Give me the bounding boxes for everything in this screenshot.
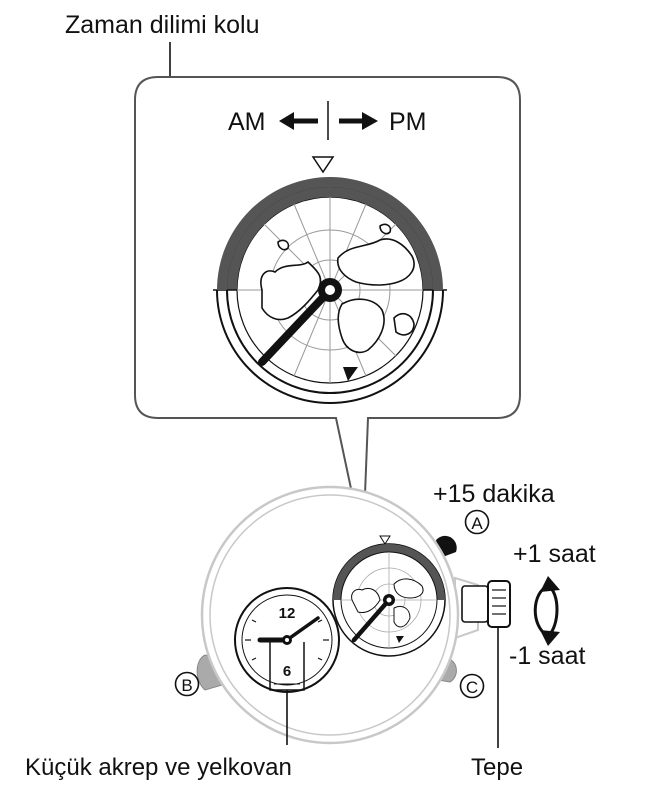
plus-15-minutes-label: +15 dakika — [433, 480, 555, 508]
dial-bottom-edge — [216, 289, 444, 404]
button-b-label: B — [174, 671, 200, 697]
svg-text:B: B — [181, 676, 192, 695]
continent-africa — [337, 298, 385, 354]
rotation-arrow-icon — [533, 576, 560, 646]
time-zone-hand — [258, 286, 334, 366]
continent-australia — [393, 312, 415, 336]
dial-twelve: 12 — [279, 605, 296, 622]
minus-1-hour-label: -1 saat — [509, 642, 585, 670]
time-zone-hand-label: Zaman dilimi kolu — [65, 11, 260, 39]
island-2 — [277, 239, 290, 251]
continent-eurasia — [336, 238, 415, 286]
minute-hand — [285, 616, 320, 642]
pm-label: PM — [389, 108, 427, 136]
watch-noon-marker-icon — [379, 535, 391, 545]
crown-stem — [461, 585, 489, 623]
dial-pointer-icon — [343, 367, 358, 381]
noon-marker-icon — [311, 156, 335, 174]
magnified-callout: AM PM — [134, 76, 521, 546]
button-c-label: C — [459, 673, 485, 699]
continents — [260, 223, 415, 354]
right-arrow-icon — [339, 112, 378, 130]
svg-text:C: C — [466, 678, 478, 697]
crown[interactable] — [487, 580, 511, 628]
left-arrow-icon — [279, 112, 318, 130]
svg-text:A: A — [471, 514, 483, 533]
watch-body: 12 6 — [196, 485, 560, 745]
hand-hub-center — [325, 285, 335, 295]
island-1 — [379, 223, 392, 235]
continent-americas — [260, 260, 322, 321]
crown-grip-lines — [492, 589, 506, 615]
dial-six: 6 — [283, 663, 291, 680]
am-label: AM — [228, 108, 266, 136]
small-hands-dial: 12 6 — [234, 587, 340, 693]
crown-label: Tepe — [471, 754, 523, 781]
world-time-dial — [213, 177, 447, 404]
watch-world-dial — [332, 535, 446, 657]
small-hands-label: Küçük akrep ve yelkovan — [25, 754, 292, 781]
plus-1-hour-label: +1 saat — [513, 540, 596, 568]
button-a-label: A — [464, 509, 490, 535]
